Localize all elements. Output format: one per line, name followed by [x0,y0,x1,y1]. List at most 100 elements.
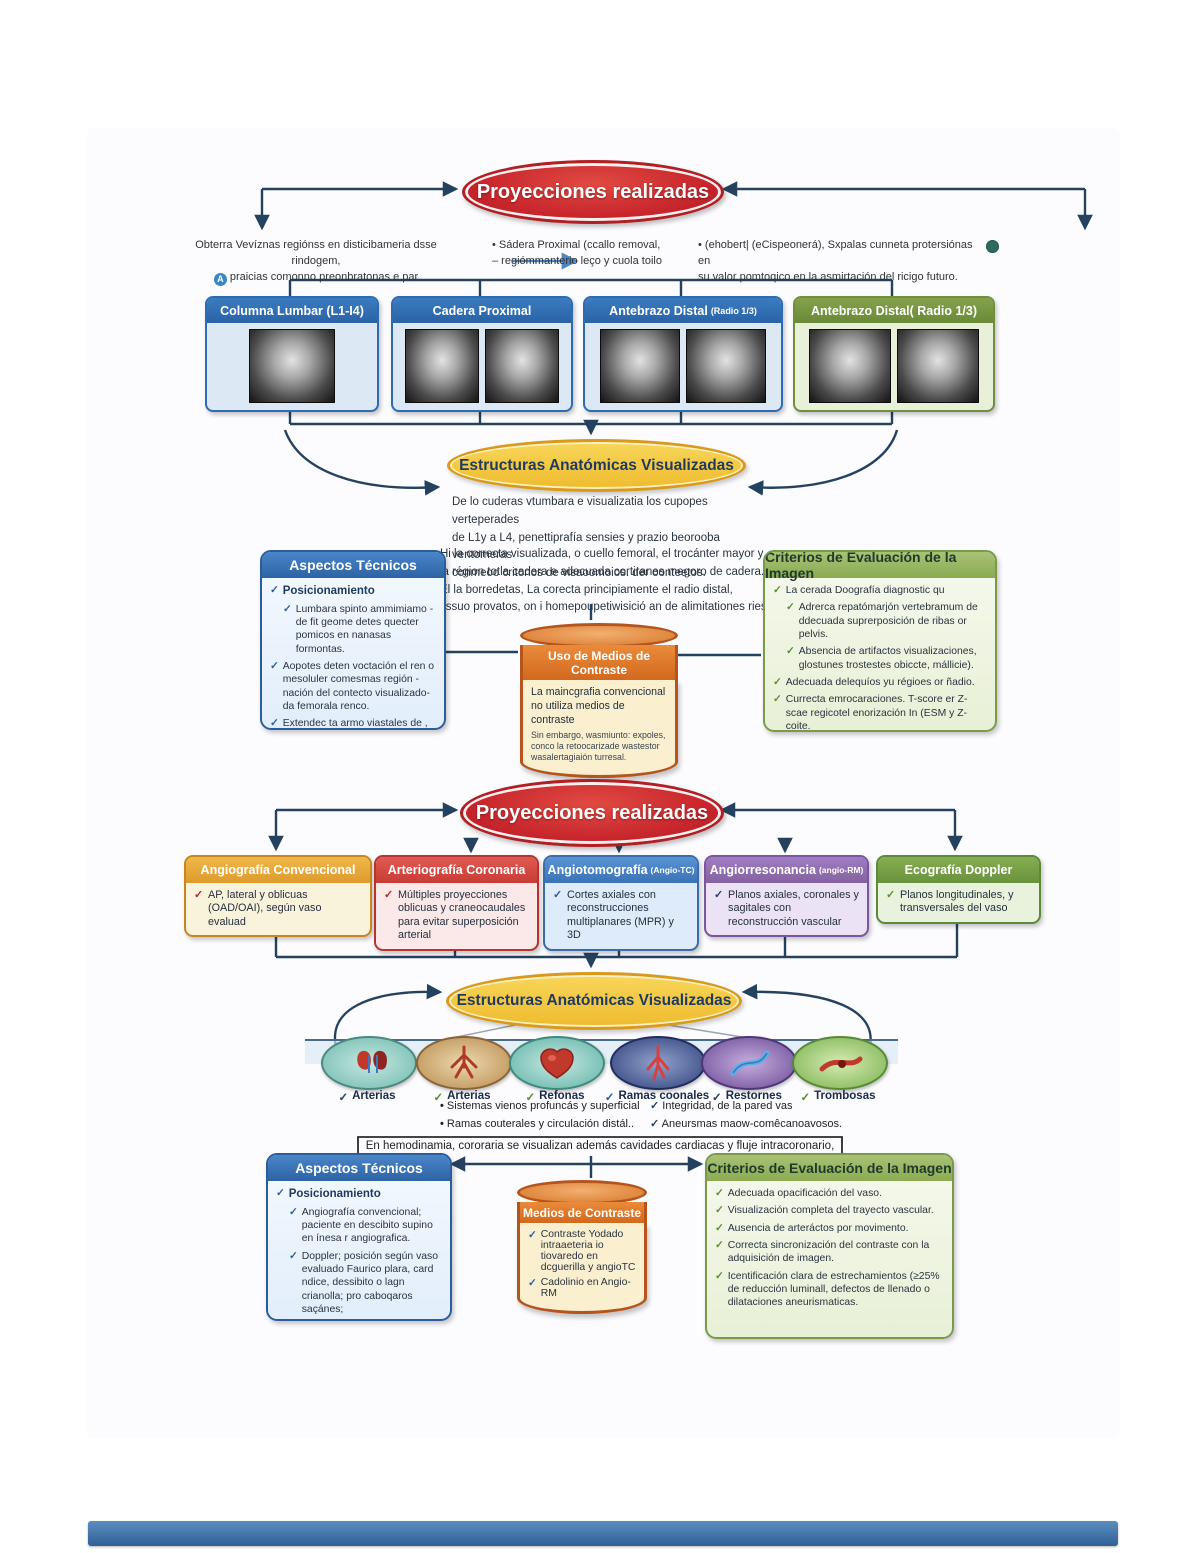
card-header: Columna Lumbar (L1-I4) [207,298,377,323]
list-item: ✓Adecuada opacificación del vaso. [715,1188,882,1199]
coronary-vessels-icon [610,1036,706,1090]
check-icon: ✓ [786,646,795,658]
check-icon: ✓ [528,1278,537,1289]
criterios-box-2: Criterios de Evaluación de la Imagen ✓Ad… [705,1153,954,1339]
check-icon: ✓ [715,1222,724,1234]
card-header: Arteriografía Coronaria [376,857,537,883]
check-icon: ✓ [289,1250,298,1262]
cylinder-title: Uso de Medios de Contraste [520,645,678,680]
xray-image [405,329,479,403]
intro-note-left: Obterra Vevíznas regiónss en disticibame… [182,238,450,286]
check-icon: ✓ [650,1100,660,1112]
card-images [393,323,571,409]
contraste-cylinder-1: Uso de Medios de Contraste La maincgrafi… [520,623,678,779]
card-antebrazo-distal-2: Antebrazo Distal( Radio 1/3) [793,296,995,412]
check-icon: ✓ [715,1270,724,1282]
check-icon: ✓ [650,1117,660,1130]
card-body: ✓Cortes axiales con reconstrucciones mul… [553,889,674,942]
list-item: ✓ Posicionamiento [270,585,375,597]
intro-note-right: • (ehobert| (eCispeonerá), Sxpalas cunne… [698,239,973,283]
footer-bar [88,1521,1118,1546]
kidneys-icon [321,1036,417,1090]
check-icon: ✓ [384,889,394,901]
heart-icon [509,1036,605,1090]
check-icon: ✓ [800,1092,811,1104]
xray-image [686,329,766,403]
box-body: ✓ Posicionamiento ✓ Lumbara spinto ammim… [262,578,444,730]
check-icon: ✓ [528,1230,537,1241]
vessel-bullets-left: • Sistemas vienos profuncás y superficia… [440,1098,650,1134]
card-header: Antebrazo Distal(Radio 1/3) [585,298,781,323]
anatomy-paragraph-1: De lo cuderas vtumbara e visualizatia lo… [452,496,720,580]
organ-label: ✓Arterias [338,1090,396,1104]
list-item: ✓ Aopotes deten voctación el ren o mesol… [270,660,435,712]
check-icon: ✓ [886,889,896,901]
card-images [795,323,993,409]
card-angiografia-convencional: Angiografía Convencional ✓AP, lateral y … [184,855,372,938]
organ-label: ✓Trombosas [800,1090,876,1104]
title-text: Proyecciones realizadas [476,180,710,203]
teal-dot-icon [986,240,999,253]
card-images [585,323,781,409]
box-header: Aspectos Técnicos [262,552,444,578]
list-item: ✓Cadolinio en Angio-RM [528,1277,631,1299]
vessel-tree-icon [416,1036,512,1090]
intro-note-middle: • Sádera Proximal (ccallo removal, – reg… [492,239,662,267]
list-item: ✓Currecta emrocaraciones. T-score er Z-s… [773,694,968,732]
card-angiotomografia: Angiotomografía(Angio-TC) ✓Cortes axiale… [543,855,699,951]
box-header: Aspectos Técnicos [268,1155,450,1181]
xray-image [600,329,680,403]
check-icon: ✓ [712,1092,722,1104]
list-item: ✓Angiografía convencional; paciente en d… [289,1206,433,1245]
check-icon: ✓ [338,1092,349,1104]
intro-left-line1: Obterra Vevíznas regiónss en disticibame… [195,239,437,267]
xray-image [809,329,891,403]
list-item: ✓La cerada Doografía diagnostic qu [773,585,945,596]
bullet-item: ✓ Integridad, de la pared vas [650,1100,793,1112]
contraste-note: Sin embargo, wasmiunto: expoles, conco l… [531,730,666,763]
list-item: ✓Contraste Yodado intraaeteria io tiovar… [528,1229,636,1273]
contraste-text: La maincgrafia convencional no utiliza m… [531,686,666,726]
vein-icon [701,1036,797,1090]
card-arteriografia-coronaria: Arteriografía Coronaria ✓Múltiples proye… [374,855,539,951]
card-header: Cadera Proximal [393,298,571,323]
organ-label: ✓Ramas coonales [604,1090,710,1104]
list-item: ✓Ausencia de arteráctos por movimento. [715,1222,909,1234]
card-images [207,323,377,409]
check-icon: ✓ [270,718,279,730]
bullet-item: • Sistemas vienos profuncás y superficia… [440,1100,640,1112]
check-icon: ✓ [283,603,292,615]
box-header: Criterios de Evaluación de la Imagen [707,1155,952,1181]
cylinder-body: La maincgrafia convencional no utiliza m… [520,680,678,779]
list-item: ✓ Extendec ta armo viastales de , supraf… [270,717,436,730]
bullet-icon: • [440,1100,444,1112]
box-header: Criterios de Evaluación de la Imagen [765,552,995,581]
check-icon: ✓ [773,694,782,706]
organ-label: ✓Refonas [525,1090,585,1104]
aspectos-tecnicos-box-2: Aspectos Técnicos ✓ Posicionamiento ✓Ang… [266,1153,452,1321]
projections-title-ellipse-2: Proyecciones realizadas [460,779,724,847]
check-icon: ✓ [525,1092,536,1104]
check-icon: ✓ [276,1320,285,1321]
check-icon: ✓ [194,889,204,901]
cylinder-body: ✓Contraste Yodado intraaeteria io tiovar… [517,1223,647,1314]
bullet-item: • Ramas couterales y circulación distál.… [440,1117,634,1130]
list-item: ✓Angio-TC y Angio-RM; decabido supino co… [276,1320,442,1321]
check-icon: ✓ [553,889,563,901]
list-item: ✓Doppler; posición según vaso evaluado F… [289,1250,439,1315]
card-body: ✓Planos axiales, coronales y sagitales c… [714,889,859,928]
box-body: ✓Adecuada opacificación del vaso. ✓Visua… [707,1181,952,1320]
card-header-sub: (Radio 1/3) [710,305,757,316]
card-angiorresonancia: Angiorresonancia(angio-RM) ✓Planos axial… [704,855,869,938]
bullet-icon: • [440,1117,444,1130]
cylinder-title: Medios de Contraste [517,1202,647,1223]
check-icon: ✓ [433,1092,444,1104]
xray-image [897,329,979,403]
card-columna-lumbar: Columna Lumbar (L1-I4) [205,296,379,412]
card-header: Angiografía Convencional [186,857,370,883]
check-icon: ✓ [773,585,782,596]
card-body: ✓Múltiples proyecciones oblicuas y crane… [384,889,526,942]
xray-image [485,329,559,403]
